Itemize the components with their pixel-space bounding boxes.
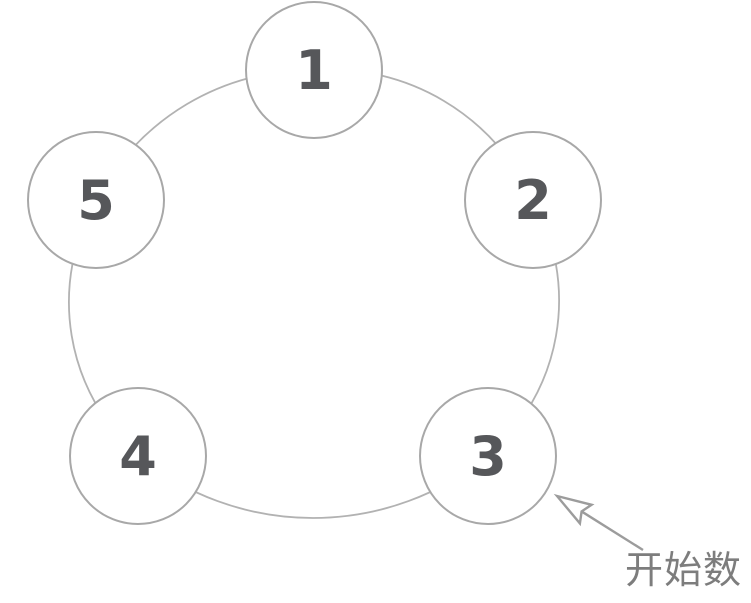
node-number-5: 5 [77,169,115,232]
node-circle-5 [27,131,165,269]
node-circle-2 [464,131,602,269]
start-pointer-arrow [553,493,644,552]
arrow-shaft [581,510,644,552]
node-circle-1 [245,1,383,139]
node-number-1: 1 [295,39,333,102]
number-nodes: 1 2 3 4 5 [27,1,602,525]
start-counting-label: 开始数 [625,548,743,592]
node-circle-4 [69,387,207,525]
node-number-3: 3 [469,425,507,488]
node-circle-3 [419,387,557,525]
node-number-4: 4 [119,425,157,488]
arrow-head [553,493,595,527]
node-number-2: 2 [514,169,552,232]
